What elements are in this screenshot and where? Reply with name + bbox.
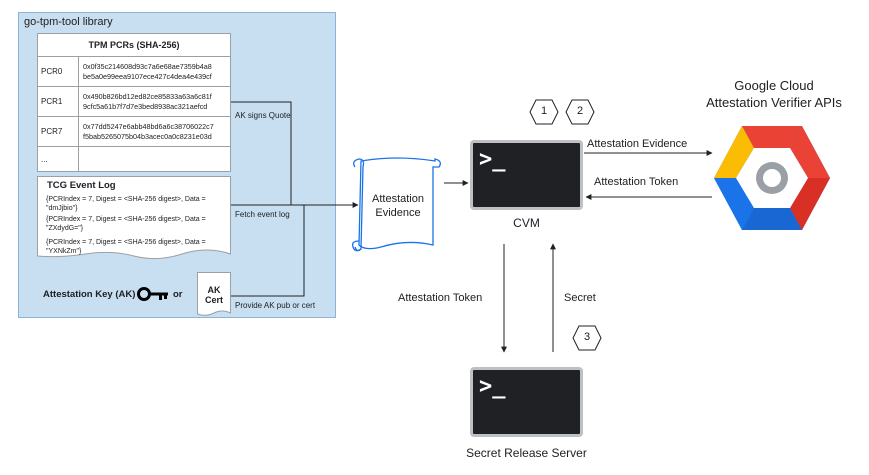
secret-release-server-label: Secret Release Server <box>466 446 587 460</box>
step-1-badge <box>529 99 559 125</box>
event-log-document <box>37 176 231 260</box>
library-title: go-tpm-tool library <box>24 16 113 28</box>
pcr-table: TPM PCRs (SHA-256) PCR0 0x0f35c214608d93… <box>37 33 231 172</box>
pcr-name: PCR0 <box>37 56 79 87</box>
event-entry: {PCRIndex = 7, Digest = <SHA-256 digest>… <box>46 239 206 255</box>
fetch-event-log-label: Fetch event log <box>235 210 290 219</box>
event-entry: {PCRIndex = 7, Digest = <SHA-256 digest>… <box>46 196 206 212</box>
key-icon <box>137 287 168 301</box>
cvm-label: CVM <box>513 216 540 230</box>
event-log-title: TCG Event Log <box>47 180 116 191</box>
or-label: or <box>173 289 183 300</box>
attestation-evidence-flow-label: Attestation Evidence <box>587 138 688 150</box>
terminal-prompt-icon: >_ <box>479 147 506 172</box>
step-3-label: 3 <box>583 331 591 343</box>
attestation-key-label: Attestation Key (AK) <box>43 289 136 300</box>
event-entry: {PCRIndex = 7, Digest = <SHA-256 digest>… <box>46 216 206 232</box>
pcr-name: PCR1 <box>37 86 79 117</box>
step-2-label: 2 <box>576 105 584 117</box>
step-1-label: 1 <box>540 105 548 117</box>
attestation-token-from-gc-label: Attestation Token <box>594 176 679 188</box>
step-3-badge <box>572 325 602 351</box>
pcr-value <box>78 146 231 172</box>
table-row: ... <box>37 146 231 172</box>
secret-release-server-terminal: >_ <box>470 367 583 437</box>
cvm-terminal: >_ <box>470 140 583 210</box>
attestation-token-to-server-label: Attestation Token <box>398 292 483 304</box>
provide-ak-label: Provide AK pub or cert <box>235 301 316 310</box>
google-cloud-logo-icon <box>714 126 830 230</box>
attestation-evidence-scroll <box>351 157 441 252</box>
terminal-prompt-icon: >_ <box>479 374 506 399</box>
ak-signs-quote-label: AK signs Quote <box>235 111 291 120</box>
secret-flow-label: Secret <box>564 292 596 304</box>
ak-cert-document <box>197 272 231 316</box>
pcr-name: ... <box>37 146 79 172</box>
step-2-badge <box>565 99 595 125</box>
